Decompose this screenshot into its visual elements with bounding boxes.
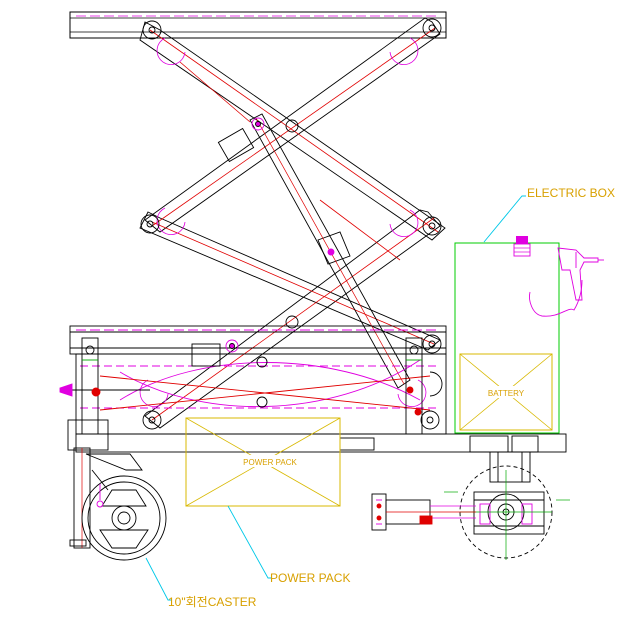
electric-box-callout: ELECTRIC BOX <box>527 186 615 200</box>
hydraulic-cylinder <box>217 113 411 389</box>
arm-centerlines <box>149 27 439 421</box>
front-caster <box>69 447 167 561</box>
battery: BATTERY <box>459 353 553 431</box>
pivot-pins <box>140 18 442 430</box>
power-pack-callout: POWER PACK <box>270 571 350 585</box>
caster-callout: 10"회전CASTER <box>168 595 257 609</box>
power-pack: POWER PACK <box>185 417 341 507</box>
battery-label: BATTERY <box>488 389 525 398</box>
rear-wheel <box>444 451 570 560</box>
electric-box <box>454 236 604 434</box>
power-pack-inner-label: POWER PACK <box>243 458 297 467</box>
base-frame <box>59 325 567 453</box>
scissor-arms <box>139 17 446 429</box>
drive-motor <box>371 493 476 531</box>
top-platform <box>69 11 447 39</box>
control-handle <box>557 247 604 301</box>
pivot-arcs <box>139 37 427 407</box>
callout-leaders <box>145 195 526 601</box>
